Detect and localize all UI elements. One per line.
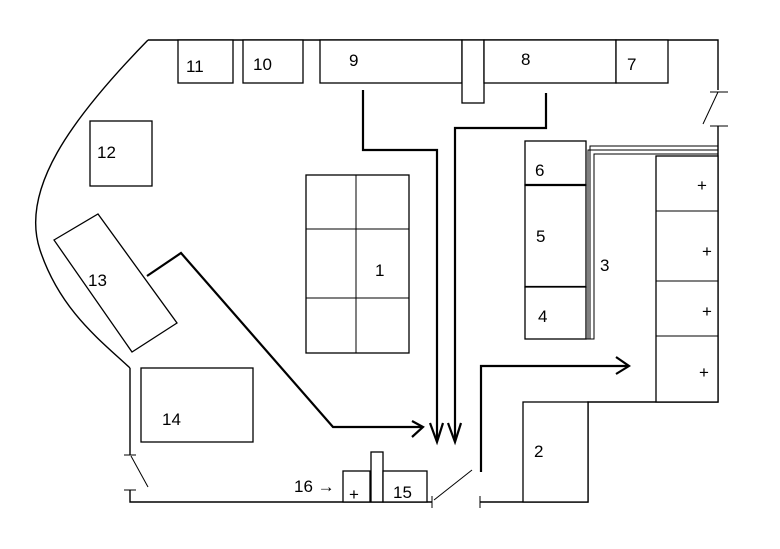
zone-13: 13 [53,213,178,353]
zone-label: 8 [521,50,530,69]
zone-label: 7 [627,55,636,74]
door-bottom-left [124,454,149,491]
zone-9: 9 [319,39,463,84]
zone-1: 1 [305,174,410,354]
zone-10: 10 [242,39,304,84]
right-compartments: + + + + [655,155,719,403]
column [461,39,485,104]
zone-6: 6 [524,140,587,186]
zone-15-post [370,451,384,503]
zone-label: 11 [186,57,204,76]
plus-mark: + [697,176,707,195]
zone-14: 14 [140,367,254,443]
zone-15: 15 [382,470,428,503]
zone-label: 6 [535,161,544,180]
door-entrance [431,469,481,508]
zone-label: 1 [375,261,384,280]
zone-12: 12 [89,120,153,187]
zone-label: 5 [536,227,545,246]
zone-8: 8 [483,39,617,84]
zone-3: 3 [586,145,718,340]
plus-mark: + [702,242,712,261]
flow-arrow-from-8 [446,93,548,446]
zone-2: 2 [522,401,589,503]
zone-label: 3 [600,256,609,275]
plus-mark: + [349,485,359,504]
zone-16: + [342,470,371,504]
zone-7: 7 [615,39,669,84]
marker-16: 16 → [294,477,335,496]
zone-label: 12 [97,143,116,162]
flow-arrow-from-13 [146,251,425,438]
zone-11: 11 [177,39,234,84]
zone-label: 9 [349,51,358,70]
zone-label: 13 [88,271,107,290]
zone-label: 10 [253,55,272,74]
zone-label: 14 [162,410,181,429]
door-top-right [702,91,728,127]
plus-mark: + [699,363,709,382]
zone-4: 4 [524,286,587,340]
zone-label: 15 [393,483,412,502]
zone-label: 2 [534,442,543,461]
plus-mark: + [702,302,712,321]
zone-5: 5 [524,183,587,289]
flow-arrow-to-right [479,356,632,472]
zone-label: 4 [538,307,547,326]
flow-arrow-from-9 [361,90,445,446]
